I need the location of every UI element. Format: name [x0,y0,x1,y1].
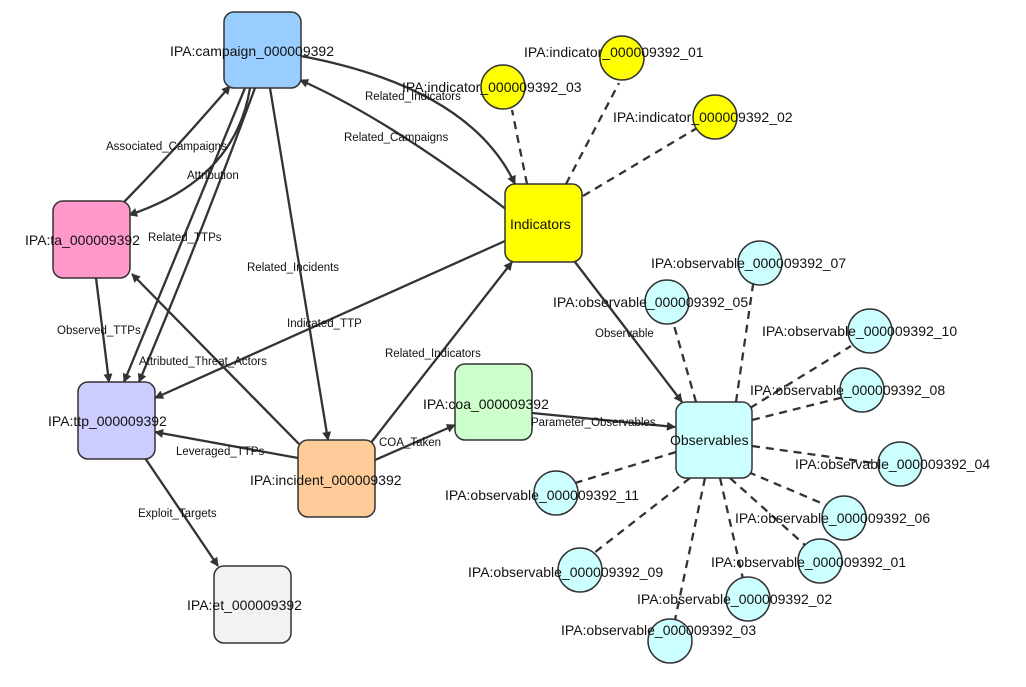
edge-label-indicators-campaign: Related_Campaigns [344,132,448,144]
node-label-ind01: IPA:indicator_000009392_01 [524,44,704,60]
edge-label-incident-ta: Attributed_Threat_Actors [139,356,267,368]
edge-incident-ttp [154,429,299,460]
node-label-obs05: IPA:observable_000009392_05 [553,294,748,310]
node-box-ttp[interactable] [77,381,156,460]
solid-edges [94,54,683,567]
node-box-observables[interactable] [675,401,753,479]
observable-circles [533,240,923,664]
node-box-et[interactable] [213,565,292,644]
node-circle-ind01[interactable] [599,35,645,81]
node-label-obs11: IPA:observable_000009392_11 [445,487,639,503]
edge-indicators-ind03 [510,109,529,185]
edge-label-campaign-ttp: Related_TTPs [148,232,222,244]
edge-observables-obs09 [593,477,691,554]
edge-observables-obs11 [574,450,677,485]
edge-ttp-et [144,457,219,567]
node-box-coa[interactable] [454,363,533,441]
edge-label-campaign-ta: Attribution [187,170,239,182]
node-circle-obs03[interactable] [647,618,693,664]
edge-observables-obs02 [718,477,745,580]
edge-indicators-observables [574,261,683,403]
node-label-obs03: IPA:observable_000009392_03 [561,622,756,638]
edge-label-indicators-observables: Observable [595,328,654,340]
edge-ta-ttp [94,277,113,383]
node-box-campaign[interactable] [223,11,302,89]
node-box-indicators[interactable] [504,183,583,263]
node-label-obs10: IPA:observable_000009392_10 [762,323,957,339]
node-label-obs02: IPA:observable_000009392_02 [637,591,832,607]
edge-incident-ta [131,273,300,445]
edge-observables-obs10 [749,345,852,409]
edge-label-indicators-ttp: Indicated_TTP [287,318,362,330]
edge-observables-obs04 [751,444,882,466]
node-circle-obs04[interactable] [877,441,923,487]
edge-campaign-incident [268,87,332,441]
node-circle-obs02[interactable] [725,576,771,622]
node-label-obs04: IPA:observable_000009392_04 [795,456,990,472]
node-label-obs01: IPA:observable_000009392_01 [711,554,906,570]
indicator-circles [480,35,738,140]
edge-incident-indicators [369,261,513,445]
edge-observables-obs06 [747,470,827,507]
node-label-coa: IPA:coa_000009392 [423,396,549,412]
edge-observables-obs05 [671,321,698,403]
node-box-incident[interactable] [297,439,376,518]
node-label-incident: IPA:incident_000009392 [250,472,402,488]
edge-label-ta-ttp: Observed_TTPs [57,325,141,337]
node-label-ttp: IPA:ttp_000009392 [48,413,167,429]
node-label-ind02: IPA:indicator_000009392_02 [613,109,793,125]
node-circle-obs05[interactable] [644,279,690,325]
node-circle-obs06[interactable] [821,495,867,541]
edge-label-incident-indicators: Related_Indicators [385,348,481,360]
node-label-ta: IPA:ta_000009392 [25,232,140,248]
edge-labels: Related_Indicators Related_Campaigns Ass… [57,91,656,520]
edge-incident-coa [374,423,456,462]
node-label-obs07: IPA:observable_000009392_07 [651,255,846,271]
edge-campaign-ttp-2 [122,87,247,383]
node-circle-ind03[interactable] [480,64,526,110]
edge-observables-obs01 [729,477,807,547]
node-label-obs09: IPA:observable_000009392_09 [468,564,663,580]
edge-coa-observables [531,411,676,431]
edge-campaign-ttp [137,87,257,383]
node-circle-obs07[interactable] [737,240,783,286]
dashed-edges [510,82,882,635]
edge-ta-campaign [123,85,231,203]
edge-label-incident-ttp: Leveraged_TTPs [176,446,264,458]
edge-observables-obs03 [670,477,707,635]
edge-label-campaign-indicators: Related_Indicators [365,91,461,103]
edge-campaign-indicators [300,54,517,185]
edge-indicators-campaign [299,78,508,211]
node-label-et: IPA:et_000009392 [187,597,302,613]
node-circle-obs01[interactable] [797,538,843,584]
edge-indicators-ind01 [564,82,621,185]
node-box-ta[interactable] [52,200,131,279]
edge-label-campaign-incident: Related_Incidents [247,262,339,274]
node-label-ind03: IPA:indicator_000009392_03 [402,79,582,95]
node-label-campaign: IPA:campaign_000009392 [170,43,334,59]
node-label-obs08: IPA:observable_000009392_08 [750,382,945,398]
node-label-observables: Observables [670,432,749,448]
edge-label-ta-campaign: Associated_Campaigns [106,141,227,153]
node-circle-obs11[interactable] [533,470,579,516]
node-circle-obs10[interactable] [847,308,893,354]
edge-indicators-ind02 [582,127,698,197]
edge-observables-obs07 [734,263,758,403]
box-nodes [52,11,753,644]
edge-label-ttp-et: Exploit_Targets [138,508,217,520]
node-circle-obs08[interactable] [839,367,885,413]
node-circle-ind02[interactable] [692,94,738,140]
node-label-indicators: Indicators [510,216,571,232]
edge-label-coa-observables: Parameter_Observables [531,417,656,429]
node-circle-obs09[interactable] [557,547,603,593]
edge-label-incident-coa: COA_Taken [379,437,441,449]
edge-indicators-ttp [154,239,506,400]
edge-observables-obs08 [751,395,845,422]
node-labels: IPA:campaign_000009392 IPA:ta_000009392 … [25,43,990,638]
node-label-obs06: IPA:observable_000009392_06 [735,510,930,526]
